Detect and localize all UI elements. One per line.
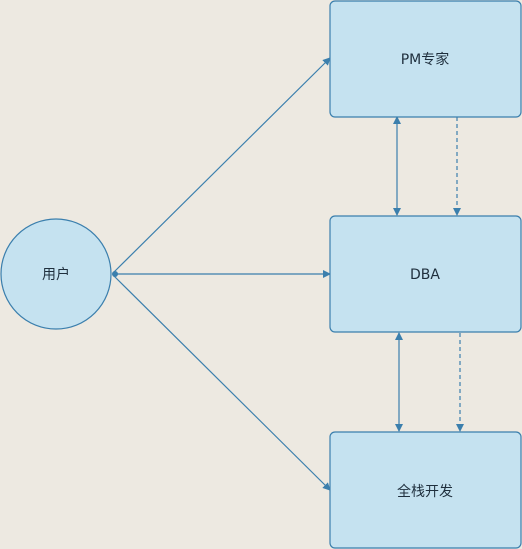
node-pm-shape	[329, 0, 522, 118]
node-pm[interactable]: PM专家	[329, 0, 522, 118]
node-dba-label: DBA	[410, 267, 440, 283]
node-pm-label: PM专家	[401, 51, 450, 68]
edge-user-to-pm	[113, 57, 331, 273]
user-connector-dot	[112, 271, 118, 277]
node-fullstack-label: 全栈开发	[397, 483, 453, 500]
node-user[interactable]: 用户	[0, 218, 112, 330]
edges	[113, 57, 464, 491]
node-user-label: 用户	[42, 266, 70, 283]
node-fullstack-shape	[329, 431, 522, 549]
node-user-shape	[0, 218, 112, 330]
node-dba[interactable]: DBA	[329, 215, 522, 333]
node-fullstack[interactable]: 全栈开发	[329, 431, 522, 549]
node-dba-shape	[329, 215, 522, 333]
edge-user-to-fullstack	[113, 275, 331, 491]
